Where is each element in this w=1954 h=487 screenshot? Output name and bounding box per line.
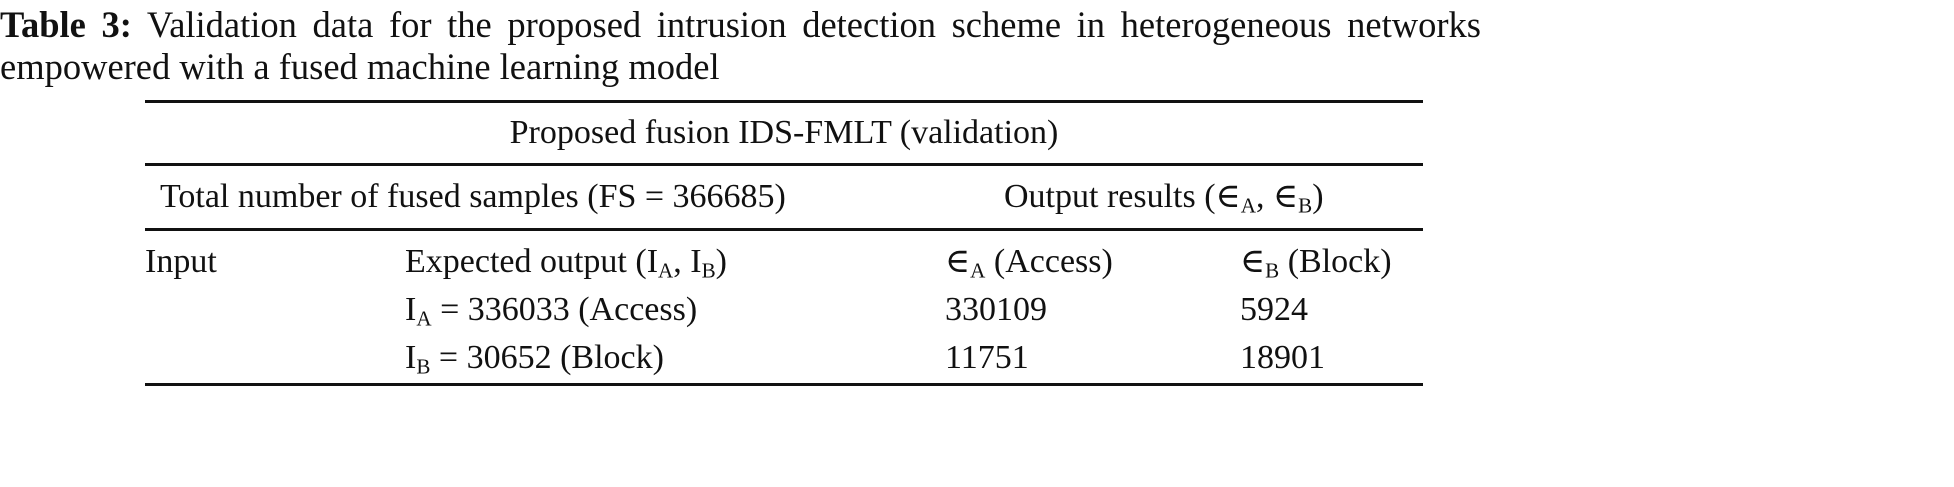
table-row-2-expected: IB = 30652 (Block) [405, 338, 664, 378]
epsilon-b-symbol: ∈ [1240, 243, 1266, 280]
table-title: Proposed fusion IDS-FMLT (validation) [509, 114, 1059, 151]
out-a-label: (Access) [985, 243, 1113, 280]
expected-value: = 336033 (Access) [431, 291, 698, 328]
subscript-b: B [1265, 258, 1280, 283]
caption-text-2: empowered with a fused machine learning … [0, 46, 720, 87]
col-header-out-b: ∈B (Block) [1240, 242, 1392, 282]
subscript-a: A [1240, 193, 1256, 218]
subscript-a: A [658, 258, 674, 283]
table-row-1-expected: IA = 336033 (Access) [405, 290, 697, 330]
subscript-b: B [1298, 193, 1313, 218]
expected-sep: , I [673, 243, 702, 280]
caption-label: Table 3: [0, 4, 132, 45]
subscript-b: B [416, 354, 431, 379]
epsilon-a-symbol: ∈ [945, 243, 971, 280]
title-rule [145, 163, 1423, 166]
caption-line-1: Table 3: Validation data for the propose… [0, 4, 1954, 46]
subscript-a: A [970, 258, 986, 283]
epsilon-a-symbol: ∈ [1215, 178, 1241, 215]
col-header-input: Input [145, 243, 217, 280]
table-caption: Table 3: Validation data for the propose… [0, 4, 1954, 88]
expected-value: = 30652 (Block) [430, 339, 664, 376]
expected-suffix: ) [715, 243, 727, 280]
header-rule [145, 228, 1423, 231]
group-header-output-suffix: ) [1312, 178, 1324, 215]
expected-prefix: Expected output (I [405, 243, 659, 280]
group-header-samples: Total number of fused samples (FS = 3666… [160, 178, 786, 215]
table-row-1-out-a: 330109 [945, 291, 1047, 328]
out-b-label: (Block) [1279, 243, 1392, 280]
i-symbol: I [405, 339, 417, 376]
bottom-rule [145, 383, 1423, 386]
group-header-output-prefix: Output results ( [1004, 178, 1216, 215]
subscript-a: A [416, 306, 432, 331]
caption-text-1: Validation data for the proposed intrusi… [131, 4, 1481, 45]
i-symbol: I [405, 291, 417, 328]
group-header-output: Output results (∈A, ∈B) [1004, 177, 1324, 217]
col-header-expected: Expected output (IA, IB) [405, 242, 727, 282]
epsilon-b-symbol: ∈ [1272, 178, 1299, 215]
top-rule [145, 100, 1423, 103]
separator: , [1255, 178, 1273, 215]
table-row-2-out-a: 11751 [945, 339, 1029, 376]
table-row-1-out-b: 5924 [1240, 291, 1308, 328]
col-header-out-a: ∈A (Access) [945, 242, 1113, 282]
subscript-b: B [701, 258, 716, 283]
table-row-2-out-b: 18901 [1240, 339, 1325, 376]
